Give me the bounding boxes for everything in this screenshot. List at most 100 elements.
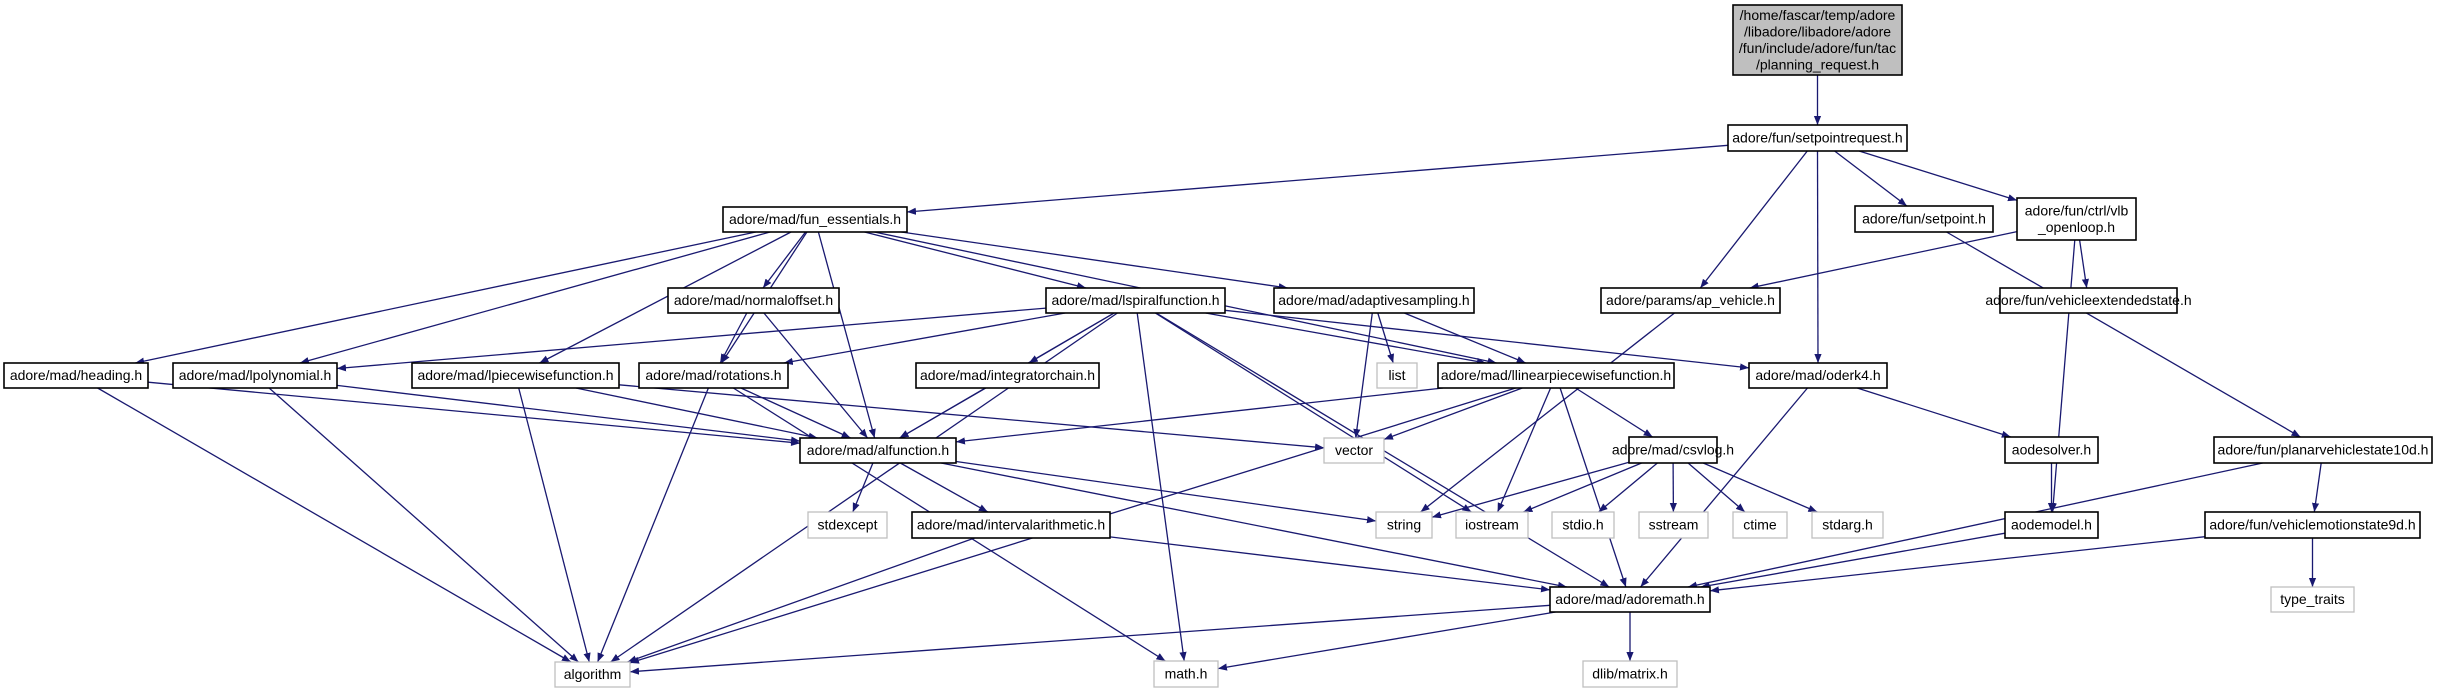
edge-vlb_openloop-to-ap_vehicle bbox=[1749, 230, 2018, 290]
node-label: sstream bbox=[1649, 517, 1699, 533]
node-intervalarithmetic[interactable]: adore/mad/intervalarithmetic.h bbox=[911, 511, 1111, 539]
node-box bbox=[2270, 586, 2355, 613]
edge-lpiecewisefunction-to-alfunction bbox=[575, 387, 818, 440]
edge-setpointrequest-to-oderk4 bbox=[1814, 150, 1822, 364]
edge-intervalarithmetic-to-algorithm bbox=[627, 537, 975, 663]
node-box bbox=[2213, 436, 2433, 464]
node-box bbox=[1549, 586, 1711, 613]
node-stdarg: stdarg.h bbox=[1811, 511, 1884, 539]
edge-lspiralfunction-to-iostream bbox=[1154, 312, 1472, 513]
node-label: /fun/include/adore/fun/tac bbox=[1739, 40, 1896, 56]
node-heading[interactable]: adore/mad/heading.h bbox=[3, 362, 149, 389]
node-box bbox=[1732, 511, 1788, 539]
node-aodesolver[interactable]: aodesolver.h bbox=[2004, 436, 2099, 464]
node-lspiralfunction[interactable]: adore/mad/lspiralfunction.h bbox=[1045, 287, 1226, 314]
node-box bbox=[1551, 511, 1615, 539]
node-box bbox=[411, 362, 620, 389]
edge-lpiecewisefunction-to-vector bbox=[618, 384, 1325, 451]
node-label: adore/mad/adoremath.h bbox=[1555, 591, 1704, 607]
edge-normaloffset-to-rotations bbox=[719, 312, 748, 364]
node-box bbox=[1727, 124, 1908, 152]
node-label: adore/fun/ctrl/vlb bbox=[2025, 202, 2129, 218]
edge-adoremath-to-math bbox=[1217, 611, 1556, 671]
node-box bbox=[1376, 362, 1418, 389]
node-root[interactable]: /home/fascar/temp/adore/libadore/libador… bbox=[1732, 4, 1903, 76]
edge-llinearpiecewisefunction-to-adoremath bbox=[1559, 387, 1627, 588]
node-label: stdio.h bbox=[1562, 517, 1603, 533]
node-box bbox=[2004, 511, 2099, 539]
node-fun_essentials[interactable]: adore/mad/fun_essentials.h bbox=[722, 206, 908, 233]
node-label: adore/mad/llinearpiecewisefunction.h bbox=[1441, 367, 1671, 383]
edge-llinearpiecewisefunction-to-vector bbox=[1383, 387, 1523, 441]
node-aodemodel[interactable]: aodemodel.h bbox=[2004, 511, 2099, 539]
node-box bbox=[1455, 511, 1529, 539]
edge-fun_essentials-to-lpiecewisefunction bbox=[539, 231, 792, 364]
edge-adoremath-to-algorithm bbox=[629, 604, 1551, 675]
node-normaloffset[interactable]: adore/mad/normaloffset.h bbox=[667, 287, 840, 314]
edge-llinearpiecewisefunction-to-alfunction bbox=[955, 387, 1444, 445]
node-math: math.h bbox=[1153, 660, 1219, 688]
edge-heading-to-algorithm bbox=[97, 387, 572, 663]
node-box bbox=[2004, 436, 2099, 464]
node-vehicleextendedstate[interactable]: adore/fun/vehicleextendedstate.h bbox=[1985, 287, 2192, 314]
node-label: adore/mad/lpolynomial.h bbox=[179, 367, 332, 383]
node-box bbox=[1854, 205, 1994, 233]
node-setpoint[interactable]: adore/fun/setpoint.h bbox=[1854, 205, 1994, 233]
node-label: adore/mad/alfunction.h bbox=[807, 442, 949, 458]
node-ap_vehicle[interactable]: adore/params/ap_vehicle.h bbox=[1600, 287, 1781, 314]
node-vlb_openloop[interactable]: adore/fun/ctrl/vlb_openloop.h bbox=[2016, 197, 2137, 241]
node-oderk4[interactable]: adore/mad/oderk4.h bbox=[1748, 362, 1888, 389]
node-lpolynomial[interactable]: adore/mad/lpolynomial.h bbox=[172, 362, 338, 389]
node-label: adore/params/ap_vehicle.h bbox=[1606, 292, 1775, 308]
node-label: dlib/matrix.h bbox=[1592, 666, 1667, 682]
node-lpiecewisefunction[interactable]: adore/mad/lpiecewisefunction.h bbox=[411, 362, 620, 389]
edge-llinearpiecewisefunction-to-csvlog bbox=[1575, 387, 1653, 438]
edge-setpointrequest-to-setpoint bbox=[1834, 150, 1908, 207]
node-list: list bbox=[1376, 362, 1418, 389]
node-planarvehiclestate10d[interactable]: adore/fun/planarvehiclestate10d.h bbox=[2213, 436, 2433, 464]
nodes-layer: /home/fascar/temp/adore/libadore/libador… bbox=[3, 4, 2433, 688]
edge-adaptivesampling-to-list bbox=[1377, 312, 1394, 364]
node-setpointrequest[interactable]: adore/fun/setpointrequest.h bbox=[1727, 124, 1908, 152]
node-box bbox=[1582, 660, 1678, 688]
node-label: adore/fun/vehicleextendedstate.h bbox=[1985, 292, 2191, 308]
edge-adaptivesampling-to-llinearpiecewisefunction bbox=[1404, 312, 1526, 364]
node-box bbox=[1638, 511, 1709, 539]
node-label: adore/mad/heading.h bbox=[10, 367, 142, 383]
node-llinearpiecewisefunction[interactable]: adore/mad/llinearpiecewisefunction.h bbox=[1437, 362, 1675, 389]
node-integratorchain[interactable]: adore/mad/integratorchain.h bbox=[915, 362, 1100, 389]
node-box bbox=[1748, 362, 1888, 389]
node-label: adore/mad/lspiralfunction.h bbox=[1051, 292, 1219, 308]
edge-csvlog-to-ctime bbox=[1687, 462, 1746, 513]
node-rotations[interactable]: adore/mad/rotations.h bbox=[638, 362, 789, 389]
node-label: adore/mad/normaloffset.h bbox=[674, 292, 833, 308]
node-box bbox=[3, 362, 149, 389]
node-box bbox=[2016, 197, 2137, 241]
node-box bbox=[1600, 287, 1781, 314]
edge-ap_vehicle-to-string bbox=[1420, 312, 1675, 513]
node-sstream: sstream bbox=[1638, 511, 1709, 539]
node-label: adore/mad/fun_essentials.h bbox=[729, 211, 901, 227]
edge-vlb_openloop-to-vehicleextendedstate bbox=[2078, 239, 2089, 289]
edge-csvlog-to-stdarg bbox=[1702, 462, 1818, 513]
node-alfunction[interactable]: adore/mad/alfunction.h bbox=[799, 437, 957, 464]
edge-setpointrequest-to-vlb_openloop bbox=[1858, 150, 2018, 202]
edge-lspiralfunction-to-rotations bbox=[783, 312, 1066, 365]
edge-setpointrequest-to-ap_vehicle bbox=[1699, 150, 1808, 289]
edge-setpointrequest-to-fun_essentials bbox=[906, 144, 1729, 215]
edge-fun_essentials-to-alfunction bbox=[817, 231, 876, 439]
node-label: adore/mad/rotations.h bbox=[645, 367, 781, 383]
edge-rotations-to-algorithm bbox=[596, 387, 710, 663]
node-adoremath[interactable]: adore/mad/adoremath.h bbox=[1549, 586, 1711, 613]
node-vehiclemotionstate9d[interactable]: adore/fun/vehiclemotionstate9d.h bbox=[2204, 511, 2421, 539]
edge-csvlog-to-stdio bbox=[1598, 462, 1658, 513]
edge-fun_essentials-to-heading bbox=[135, 231, 756, 365]
node-csvlog[interactable]: adore/mad/csvlog.h bbox=[1612, 436, 1734, 464]
node-box bbox=[554, 661, 631, 688]
node-label: aodemodel.h bbox=[2011, 517, 2092, 533]
edge-alfunction-to-stdexcept bbox=[852, 462, 874, 513]
node-label: adore/mad/oderk4.h bbox=[1755, 367, 1880, 383]
node-adaptivesampling[interactable]: adore/mad/adaptivesampling.h bbox=[1273, 287, 1475, 314]
node-label: adore/fun/vehiclemotionstate9d.h bbox=[2209, 517, 2415, 533]
edge-vehiclemotionstate9d-to-adoremath bbox=[1709, 536, 2206, 594]
